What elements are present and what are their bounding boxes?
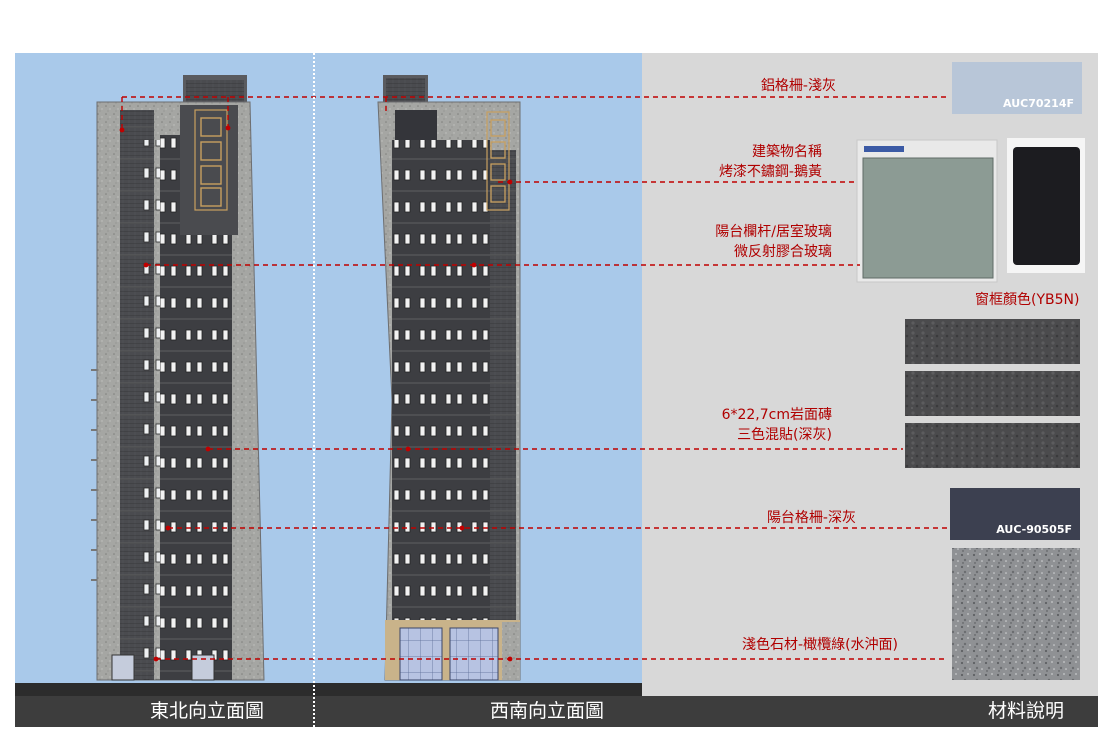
- callout-balcony-grille: 陽台格柵-深灰: [767, 508, 856, 528]
- southwest-elevation-building: [377, 75, 521, 681]
- rock-tile-swatch-3: [905, 423, 1080, 468]
- window-frame-swatch: [1013, 147, 1080, 265]
- glass-swatch: [862, 157, 994, 279]
- callout-stone: 淺色石材-橄欖綠(水沖面): [742, 635, 898, 655]
- balcony-grille-swatch-code-box: AUC-90505F: [950, 488, 1080, 540]
- callout-glass-line2: 微反射膠合玻璃: [734, 244, 832, 260]
- southwest-elevation-label: 西南向立面圖: [490, 700, 605, 722]
- rock-tile-swatch-2: [905, 371, 1080, 416]
- callout-rock-tile-line1: 6*22,7cm岩面磚: [721, 407, 832, 423]
- callout-glass-line1: 陽台欄杆/居室玻璃: [715, 224, 832, 240]
- window-frame-color-label: 窗框顏色(YB5N): [975, 292, 1080, 308]
- stone-swatch: [952, 548, 1080, 680]
- materials-label: 材料說明: [988, 700, 1065, 722]
- northeast-elevation-label: 東北向立面圖: [150, 700, 265, 722]
- elevation-divider: [313, 53, 315, 727]
- callout-balcony-grille-text: 陽台格柵-深灰: [766, 510, 856, 526]
- callout-rock-tile: 6*22,7cm岩面磚 三色混貼(深灰): [722, 405, 832, 445]
- ground-line: [15, 683, 642, 696]
- rock-tile-swatch-1: [905, 319, 1080, 364]
- callout-leader-lines: [121, 96, 950, 660]
- callout-building-name: 建築物名稱 烤漆不鏽鋼-鵝黃: [719, 142, 822, 182]
- callout-stone-text: 淺色石材-橄欖綠(水沖面): [742, 637, 898, 653]
- aluminum-grille-swatch-code-box: AUC70214F: [952, 62, 1082, 114]
- callout-aluminum-grille: 鋁格柵-淺灰: [761, 76, 836, 96]
- callout-building-name-line2: 烤漆不鏽鋼-鵝黃: [718, 164, 822, 180]
- callout-glass: 陽台欄杆/居室玻璃 微反射膠合玻璃: [715, 222, 832, 262]
- northeast-building-sign: [194, 109, 228, 211]
- caption-bar: [15, 696, 1098, 727]
- callout-leader-dots: [119, 125, 513, 662]
- southwest-building-sign: [486, 111, 510, 211]
- balcony-grille-swatch: [950, 488, 1080, 540]
- callout-building-name-line1: 建築物名稱: [752, 144, 822, 160]
- callout-aluminum-grille-text: 鋁格柵-淺灰: [760, 78, 836, 94]
- glass-sample-tag: [864, 146, 904, 152]
- northeast-elevation-building: [91, 75, 265, 681]
- aluminum-grille-swatch: [952, 62, 1082, 114]
- callout-rock-tile-line2: 三色混貼(深灰): [737, 427, 832, 443]
- aluminum-grille-code: AUC70214F: [1003, 97, 1074, 110]
- balcony-grille-code: AUC-90505F: [996, 523, 1072, 536]
